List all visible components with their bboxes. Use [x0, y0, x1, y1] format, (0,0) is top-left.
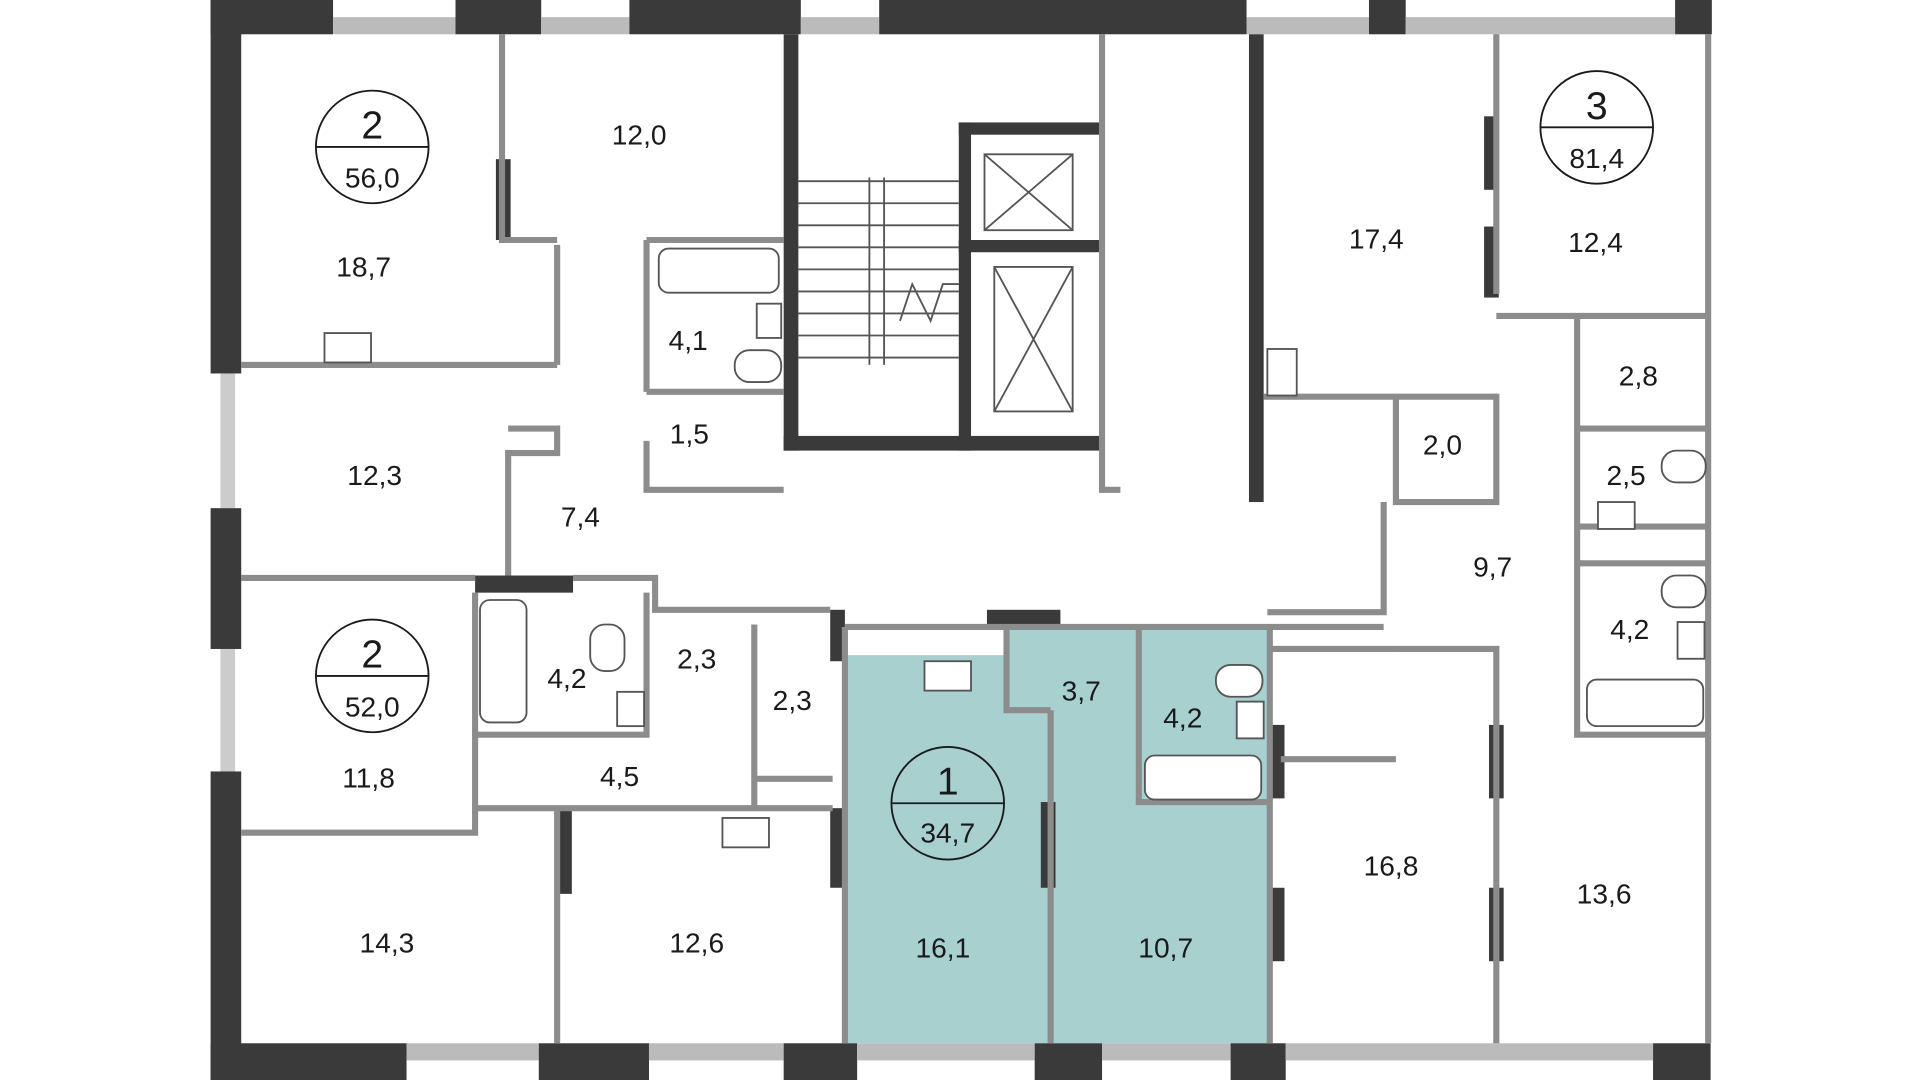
room-area: 11,8: [342, 762, 395, 793]
bathtub-icon: [657, 247, 780, 294]
room-area: 12,4: [1568, 227, 1623, 258]
apartment-rooms: 2: [361, 104, 383, 147]
elevator-icon: [993, 266, 1074, 413]
room-area: 13,6: [1577, 879, 1632, 910]
apartment-rooms: 1: [937, 761, 959, 804]
room-area: 16,8: [1364, 851, 1419, 882]
bathtub-icon: [479, 599, 528, 724]
room-area: 2,0: [1423, 429, 1462, 460]
bathtub-icon: [1586, 678, 1705, 728]
room-area: 2,5: [1607, 460, 1646, 491]
apartment-area: 56,0: [345, 162, 400, 193]
stairwell: [798, 177, 959, 365]
toilet-icon: [1660, 574, 1707, 609]
apartment-area: 81,4: [1569, 143, 1624, 174]
sink-icon: [1266, 348, 1298, 397]
room-area: 2,8: [1619, 361, 1658, 392]
room-area: 18,7: [336, 252, 391, 283]
apartment-badge[interactable]: 3 81,4: [1539, 70, 1654, 185]
toilet-icon: [589, 623, 626, 672]
apartment-area: 34,7: [920, 817, 975, 848]
room-area: 1,5: [670, 418, 709, 449]
apartment-rooms: 2: [361, 633, 383, 676]
room-area: 16,1: [915, 933, 970, 964]
apartment-area: 52,0: [345, 691, 400, 722]
selected-apartment-area[interactable]: [844, 626, 1270, 1044]
sink-icon: [323, 332, 372, 364]
sink-icon: [1597, 501, 1636, 530]
room-area: 3,7: [1062, 675, 1101, 706]
room-area: 10,7: [1138, 933, 1193, 964]
room-area: 4,5: [600, 761, 639, 792]
sink-icon: [1235, 700, 1265, 740]
sink-icon: [1676, 621, 1706, 660]
apartment-badge[interactable]: 2 56,0: [315, 89, 430, 205]
outer-walls: [210, 0, 1712, 1080]
apartment-rooms: 3: [1586, 85, 1608, 128]
sink-icon: [721, 817, 770, 849]
apartment-badge[interactable]: 1 34,7: [890, 746, 1005, 861]
room-area: 2,3: [677, 644, 716, 675]
toilet-icon: [1215, 663, 1264, 698]
room-area: 2,3: [773, 685, 812, 716]
room-area: 14,3: [360, 928, 415, 959]
toilet-icon: [1660, 449, 1707, 484]
elevator-icon: [983, 153, 1074, 232]
toilet-icon: [733, 349, 783, 383]
room-area: 12,6: [669, 928, 724, 959]
room-area: 9,7: [1473, 552, 1512, 583]
bathtub-icon: [1143, 754, 1263, 801]
room-area: 7,4: [561, 502, 600, 533]
sink-icon: [923, 660, 972, 692]
room-area: 17,4: [1349, 224, 1404, 255]
sink-icon: [755, 302, 783, 339]
room-labels: 12,0 18,7 4,1 1,5 12,3 7,4 4,2 2,3 2,3 1…: [336, 119, 1658, 963]
room-area: 12,0: [612, 119, 667, 150]
room-area: 12,3: [347, 460, 402, 491]
room-area: 4,2: [1610, 614, 1649, 645]
interior-walls: [241, 34, 1709, 1044]
apartment-badge[interactable]: 2 52,0: [315, 618, 430, 734]
room-area: 4,1: [669, 325, 708, 356]
room-area: 4,2: [547, 663, 586, 694]
room-area: 4,2: [1163, 702, 1202, 733]
sink-icon: [616, 690, 645, 728]
